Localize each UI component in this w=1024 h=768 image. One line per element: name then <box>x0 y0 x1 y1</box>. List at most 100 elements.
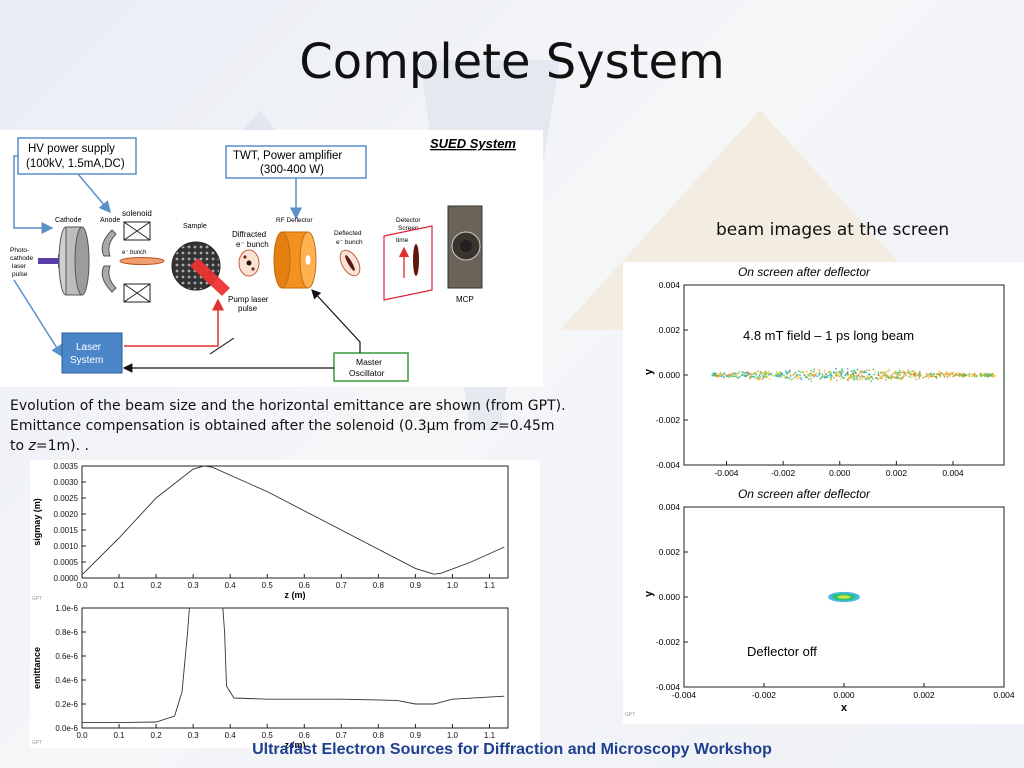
screen1-beam-point <box>854 371 856 373</box>
screen1-beam-point <box>754 377 757 379</box>
emittance-xtick-label: 0.5 <box>262 731 274 740</box>
sigma-xtick-label: 0.7 <box>336 581 348 590</box>
screen1-beam-point <box>837 371 840 374</box>
emittance-ytick-label: 0.2e-6 <box>55 700 78 709</box>
emittance-xtick-label: 1.0 <box>447 731 459 740</box>
screen1-beam-point <box>946 376 949 379</box>
screen1-beam-point <box>824 372 826 375</box>
screen1-beam-point <box>896 372 899 374</box>
screen2-xtick-label: -0.002 <box>752 690 776 700</box>
screen1-beam-point <box>728 376 730 378</box>
screen1-beam-point <box>755 371 758 374</box>
screen1-beam-point <box>874 371 877 373</box>
screen1-beam-point <box>918 377 921 380</box>
screen1-beam-point <box>940 371 943 374</box>
screen1-beam-point <box>971 375 973 378</box>
screen2-xtick-label: 0.002 <box>913 690 935 700</box>
screen1-beam-point <box>847 373 849 376</box>
screen1-beam-point <box>894 376 896 379</box>
emittance-ytick-label: 0.0e-6 <box>55 724 78 733</box>
screen1-beam-point <box>750 375 753 378</box>
screen2-xtick-label: 0.000 <box>833 690 855 700</box>
screen1-beam-point <box>792 377 794 380</box>
screen1-beam-point <box>898 377 900 380</box>
sigma-ytick-label: 0.0020 <box>54 510 79 519</box>
diffracted-label-1: Diffracted <box>232 230 266 239</box>
deflected-label-1: Deflected <box>334 230 362 237</box>
screen1-beam-point <box>907 369 910 372</box>
screen1-beam-point <box>958 375 961 378</box>
screen1-beam-point <box>792 374 795 376</box>
screen1-beam-point <box>766 372 769 374</box>
screen1-beam-point <box>886 375 889 378</box>
screen1-beam-point <box>873 373 876 376</box>
screen1-beam-point <box>914 375 916 378</box>
screen1-beam-point <box>925 372 928 375</box>
screen1-beam-point <box>747 373 750 375</box>
screen1-beam-point <box>765 375 768 378</box>
screen1-beam-point <box>729 373 731 376</box>
screen1-beam-point <box>927 373 930 376</box>
screen1-beam-point <box>800 378 803 381</box>
emittance-plot-frame <box>81 607 509 729</box>
screen1-beam-point <box>799 374 801 377</box>
screen1-beam-point <box>871 377 874 380</box>
screen1-beam-point <box>757 370 759 373</box>
screen1-beam-point <box>947 373 950 375</box>
caption-z-1: z <box>490 418 498 434</box>
screen1-beam-point <box>737 372 739 375</box>
screen1-beam-point <box>952 375 954 378</box>
screen1-beam-point <box>769 378 771 380</box>
screen1-beam-point <box>859 372 861 374</box>
screen1-beam-point <box>735 375 737 378</box>
screen1-beam-point <box>794 371 797 374</box>
screen1-beam-point <box>885 373 887 376</box>
screen1-beam-point <box>877 371 880 373</box>
screen1-beam-point <box>842 371 845 374</box>
screen1-beam-point <box>902 375 905 377</box>
screen1-beam-point <box>780 372 783 374</box>
screen1-beam-point <box>868 369 870 372</box>
caption-part-3: =1m). . <box>35 438 89 454</box>
screen1-beam-point <box>929 373 932 375</box>
screen1-beam-point <box>866 376 869 379</box>
screen1-beam-point <box>909 373 912 376</box>
screen1-beam-point <box>852 369 855 372</box>
screen1-xtick-label: 0.002 <box>886 468 908 478</box>
emittance-xtick-label: 0.6 <box>299 731 311 740</box>
screen1-beam-point <box>964 375 967 377</box>
twt-label-2: (300-400 W) <box>260 164 324 176</box>
screen1-beam-point <box>877 372 880 375</box>
screen1-beam-point <box>912 370 915 372</box>
screen1-beam-point <box>939 375 942 378</box>
screen1-beam-point <box>853 376 856 379</box>
solenoid-shape <box>123 283 151 303</box>
emittance-xtick-label: 0.9 <box>410 731 422 740</box>
screen1-beam-point <box>945 372 947 375</box>
screen1-beam-point <box>736 376 739 379</box>
screen1-beam-point <box>772 375 775 377</box>
screen2-ytick-label: -0.002 <box>656 637 680 647</box>
screen1-beam-point <box>822 375 825 378</box>
screen1-xtick-label: -0.002 <box>771 468 795 478</box>
screen1-beam-point <box>846 372 849 375</box>
sigma-xtick-label: 0.5 <box>262 581 274 590</box>
screen1-beam-point <box>859 375 861 378</box>
sigma-ytick-label: 0.0000 <box>54 574 79 583</box>
screen1-beam-point <box>785 371 788 374</box>
screen1-beam-point <box>853 378 855 381</box>
screen1-beam-point <box>836 379 838 382</box>
screen1-beam-point <box>865 369 868 371</box>
screen1-beam-point <box>746 374 749 376</box>
screen1-beam-point <box>818 369 821 372</box>
screen1-beam-point <box>908 375 911 378</box>
screen1-beam-point <box>783 376 786 378</box>
screen1-beam-point <box>818 372 821 375</box>
screen1-beam-point <box>933 375 935 377</box>
screen1-beam-point <box>936 373 939 376</box>
screen2-ylabel: y <box>643 590 655 597</box>
screen1-beam-point <box>884 378 887 381</box>
screen1-beam-point <box>802 370 805 373</box>
screen1-beam-point <box>857 379 859 381</box>
screen1-beam-point <box>866 375 869 377</box>
